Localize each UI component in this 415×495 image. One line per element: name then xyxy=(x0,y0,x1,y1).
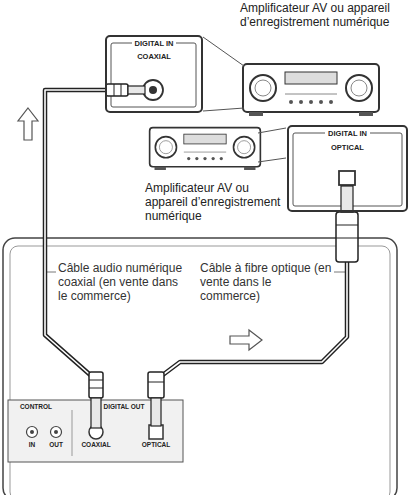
amplifier: Amplificateur AV ou appareil d’enregistr… xyxy=(238,2,408,120)
digital-audio-cable xyxy=(45,90,105,400)
optical-plug-rib xyxy=(148,382,164,383)
optical-out-jack xyxy=(149,425,163,439)
panel-label: DIGITAL OUT xyxy=(104,403,145,410)
terminal-label: OPTICAL xyxy=(142,441,171,448)
cable-outline xyxy=(156,212,347,400)
terminal-label: OUT xyxy=(49,441,63,448)
amplifier: Amplificateur AV ou appareil d’enregistr… xyxy=(145,122,287,228)
callout-line xyxy=(258,158,286,162)
coaxial-plug-rib xyxy=(114,84,115,96)
cable-label: Câble à fibre optique (en vente dans le … xyxy=(200,262,332,303)
panel-label: CONTROL xyxy=(20,403,52,410)
optical-plug-tip xyxy=(151,398,161,426)
terminal-name: OPTICAL xyxy=(289,144,406,153)
optical-plug-tip xyxy=(341,186,353,212)
coaxial-plug-tip xyxy=(128,86,145,94)
cable-outline xyxy=(45,90,105,400)
control-out-jack-core xyxy=(54,430,58,434)
control-in-jack xyxy=(27,427,38,438)
terminal-heading: DIGITAL IN xyxy=(325,130,370,139)
callout-line xyxy=(258,128,286,133)
player-housing xyxy=(3,238,397,495)
optical-plug xyxy=(148,372,164,398)
control-in-jack-core xyxy=(30,430,34,434)
coaxial-plug-tip xyxy=(91,398,101,428)
optical-plug-rib xyxy=(336,225,358,226)
coaxial-plug xyxy=(106,84,128,96)
cable-core xyxy=(45,90,105,400)
device-label: Amplificateur AV ou appareil d’enregistr… xyxy=(240,2,390,30)
coaxial-plug xyxy=(89,372,103,398)
device-label: Amplificateur AV ou appareil d’enregistr… xyxy=(145,182,285,223)
coaxial-in-jack-core xyxy=(149,86,157,94)
coaxial-plug-rib xyxy=(89,380,103,381)
av-amplifier xyxy=(243,64,379,116)
digital-audio-cable xyxy=(156,212,347,400)
cable-core xyxy=(156,212,347,400)
coaxial-plug-rib xyxy=(89,388,103,389)
rear-panel-terminals: CONTROL IN OUT DIGITAL OUT COAXIAL OPTICAL xyxy=(8,400,183,462)
coaxial-in-jack xyxy=(143,80,163,100)
av-amplifier xyxy=(150,128,261,170)
terminal-heading: DIGITAL IN xyxy=(132,40,177,49)
coaxial-plug-rib xyxy=(121,84,122,96)
signal-direction-arrow xyxy=(230,330,262,350)
input-callout: DIGITAL IN OPTICAL xyxy=(287,125,408,212)
input-callout: DIGITAL IN COAXIAL xyxy=(105,35,203,113)
terminal-name: COAXIAL xyxy=(107,53,201,62)
terminal-label: IN xyxy=(29,441,36,448)
callout-line xyxy=(203,108,244,111)
leader-line xyxy=(47,272,56,273)
callout-line xyxy=(203,37,244,66)
terminal-label: COAXIAL xyxy=(81,441,110,448)
panel-divider xyxy=(72,410,73,456)
optical-plug xyxy=(336,212,358,262)
optical-in-jack xyxy=(339,171,355,185)
leader-line xyxy=(334,272,345,273)
signal-direction-arrow xyxy=(18,108,38,140)
control-out-jack xyxy=(51,427,62,438)
optical-plug-rib xyxy=(336,238,358,239)
cable-label: Câble audio numérique coaxial (en vente … xyxy=(58,262,190,303)
